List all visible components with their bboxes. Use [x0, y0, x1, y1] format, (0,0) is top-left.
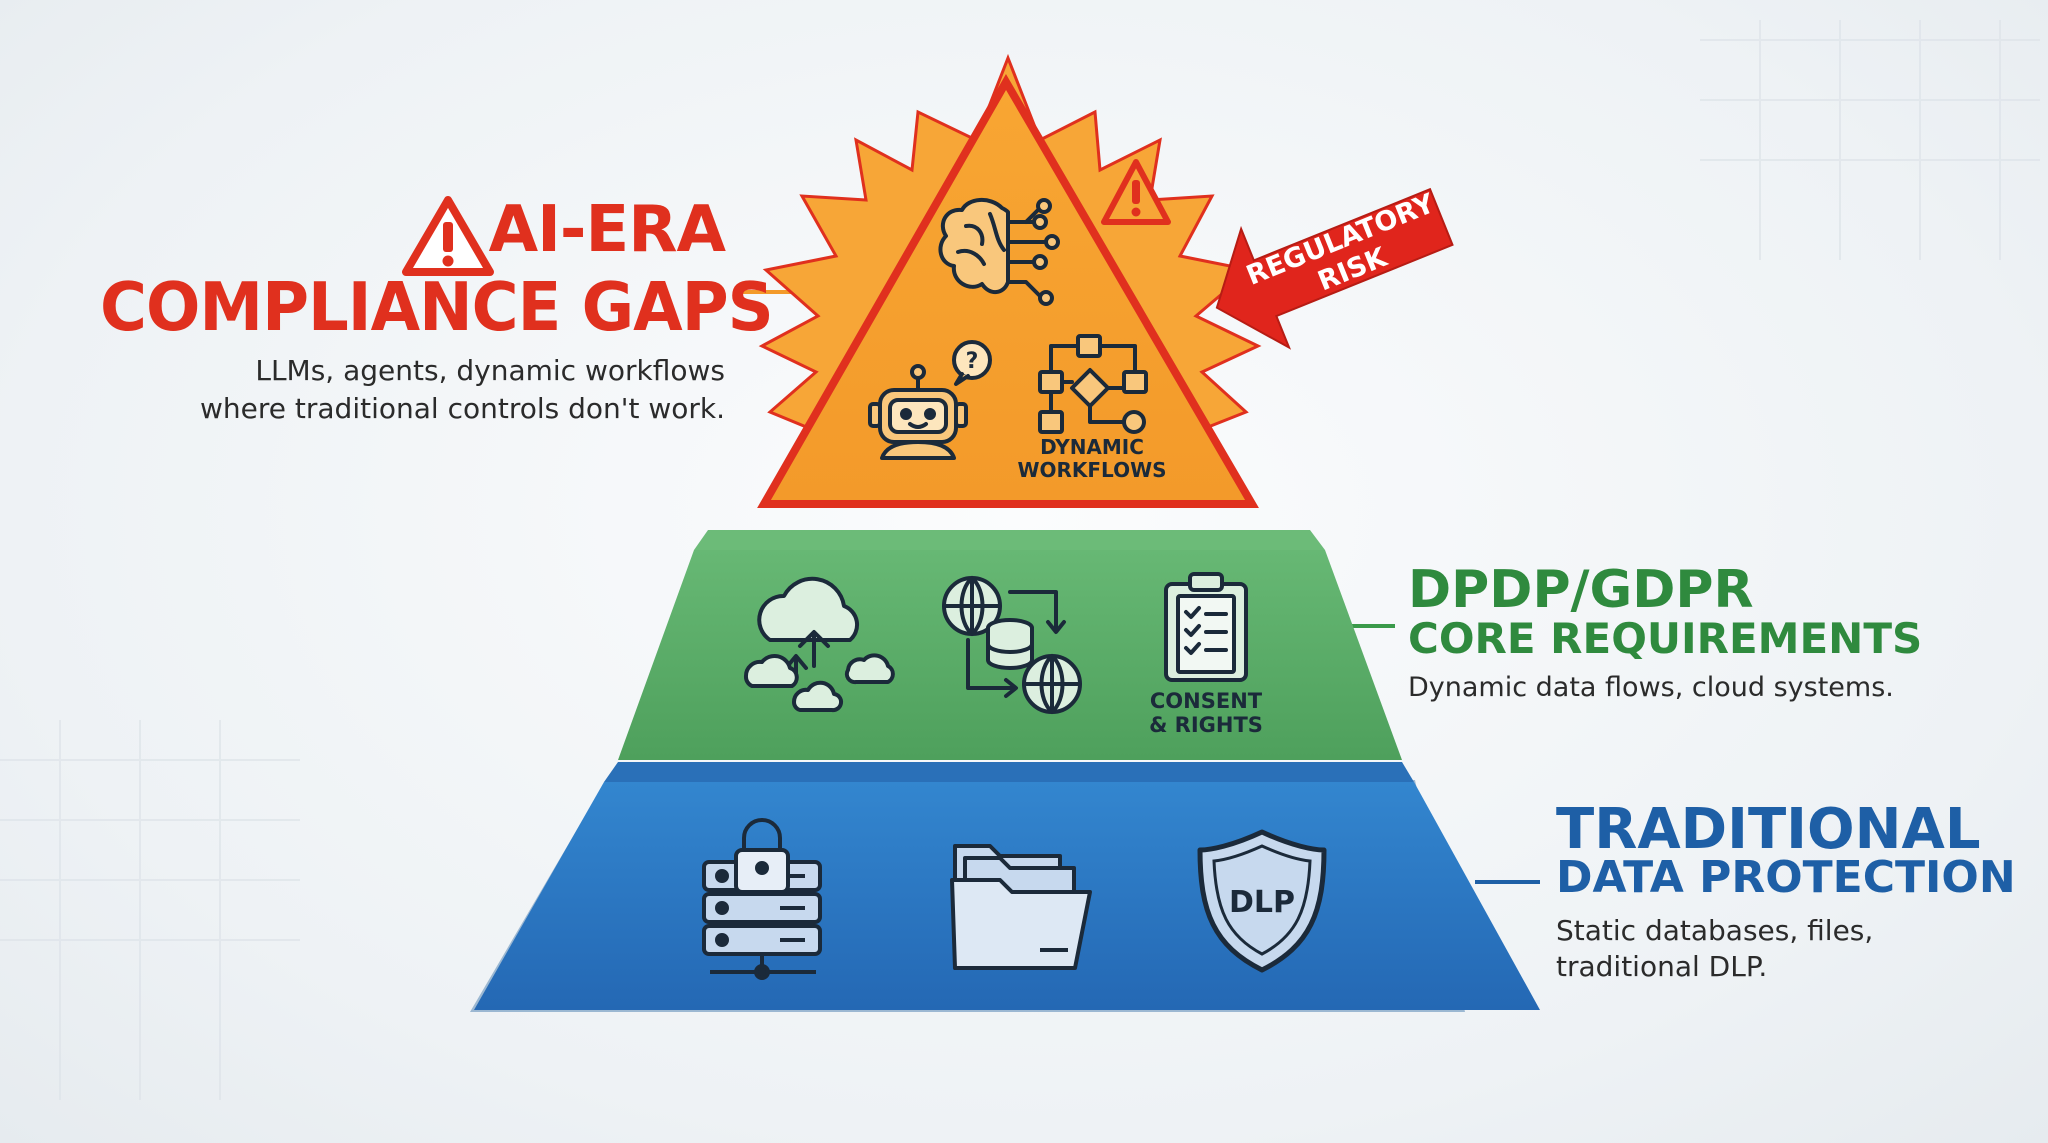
global-data-flow-icon: [942, 576, 1082, 714]
blue-title: TRADITIONAL: [1556, 797, 1981, 862]
ai-era-tier: ? DYNAMIC WORKFLOWS: [757, 53, 1262, 508]
warning-icon: [1101, 159, 1171, 225]
ai-title-line1-row: AI-ERA: [140, 192, 726, 268]
locked-server-icon: [702, 818, 822, 980]
traditional-tier: DLP: [470, 762, 1542, 1012]
green-description: Dynamic data flows, cloud systems.: [1408, 672, 1894, 703]
workflow-label-line1: DYNAMIC: [1040, 435, 1144, 459]
blue-description: Static databases, files, traditional DLP…: [1556, 914, 1874, 983]
green-subtitle: CORE REQUIREMENTS: [1408, 614, 1923, 663]
svg-text:?: ?: [966, 349, 979, 374]
blue-subtitle: DATA PROTECTION: [1556, 852, 2016, 903]
ai-title-line2: COMPLIANCE GAPS: [100, 269, 774, 347]
robot-question-icon: ?: [868, 340, 992, 460]
folders-icon: [950, 844, 1092, 970]
green-title: DPDP/GDPR: [1408, 560, 1754, 620]
brain-circuit-icon: [938, 198, 1060, 306]
ai-title-line1: AI-ERA: [488, 193, 726, 267]
workflow-icon: [1038, 334, 1148, 434]
background-grid: [0, 20, 2040, 1100]
ai-description: LLMs, agents, dynamic workflows where tr…: [200, 354, 725, 425]
dpdp-gdpr-tier: CONSENT & RIGHTS: [618, 530, 1402, 760]
clipboard-checklist-icon: [1164, 572, 1248, 682]
dlp-shield-label: DLP: [1229, 885, 1295, 920]
dlp-shield-icon: DLP: [1197, 829, 1327, 973]
title-warning-icon: [402, 196, 494, 276]
cloud-upload-icon: [743, 576, 895, 713]
workflow-label-line2: WORKFLOWS: [1017, 458, 1166, 482]
consent-label-line2: & RIGHTS: [1149, 713, 1263, 737]
consent-label-line1: CONSENT: [1150, 689, 1263, 713]
